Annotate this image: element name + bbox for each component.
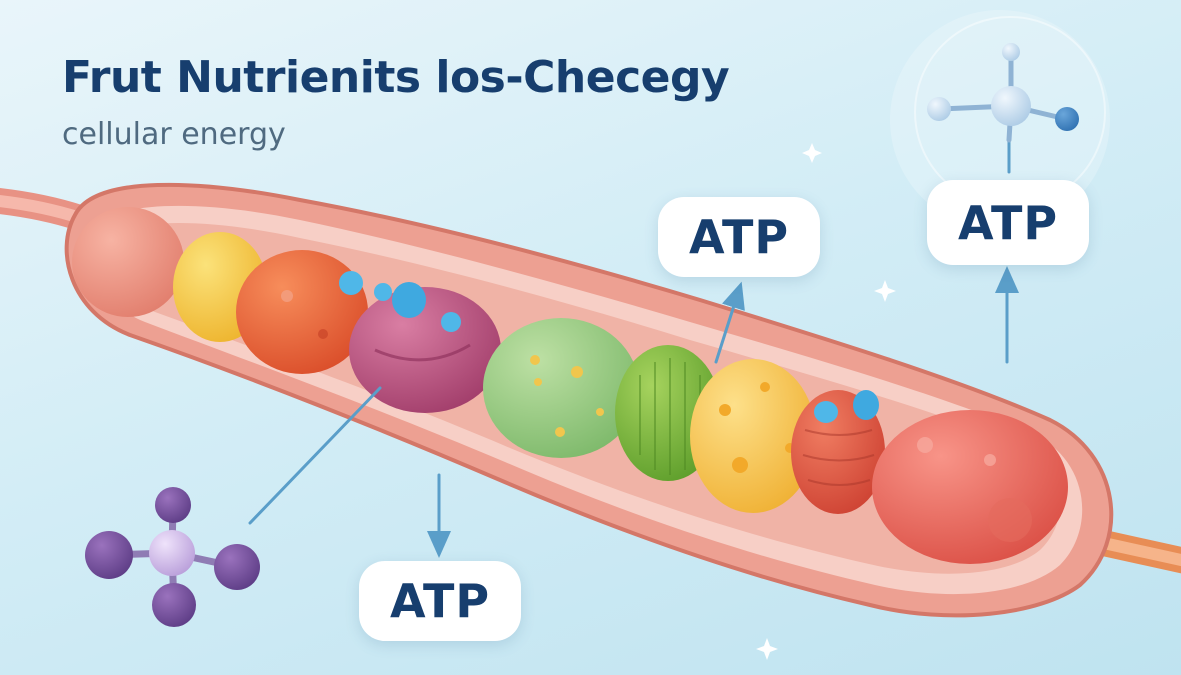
large-red-globule bbox=[872, 410, 1068, 564]
arrow-globule-to-atp-1 bbox=[714, 281, 745, 364]
orange-globule bbox=[236, 250, 368, 374]
blue-droplet bbox=[339, 271, 363, 295]
blue-droplet bbox=[392, 282, 426, 318]
page-subtitle: cellular energy bbox=[62, 117, 286, 152]
sparkle-icon bbox=[874, 280, 896, 302]
atp-label: ATP bbox=[359, 561, 521, 641]
salmon-globule bbox=[72, 207, 184, 317]
purple-globule bbox=[349, 287, 501, 413]
blue-droplet bbox=[374, 283, 392, 301]
connector-line-to-molecule bbox=[248, 386, 382, 525]
yellow-globule-2 bbox=[690, 359, 816, 513]
atp-label: ATP bbox=[927, 180, 1089, 265]
blue-droplet bbox=[853, 390, 879, 420]
atp-label: ATP bbox=[658, 197, 820, 277]
blue-droplet bbox=[814, 401, 838, 423]
sparkle-icon bbox=[756, 638, 778, 660]
page-title: Frut Nutrienits los-Checegy bbox=[62, 52, 730, 103]
purple-molecule-icon bbox=[85, 487, 260, 627]
nutrient-globules bbox=[72, 207, 1068, 564]
blue-droplet bbox=[441, 312, 461, 332]
green-globule bbox=[483, 318, 639, 458]
energy-arrows bbox=[248, 138, 1019, 558]
blue-molecule-icon bbox=[927, 43, 1079, 143]
sparkle-icon bbox=[802, 143, 822, 163]
